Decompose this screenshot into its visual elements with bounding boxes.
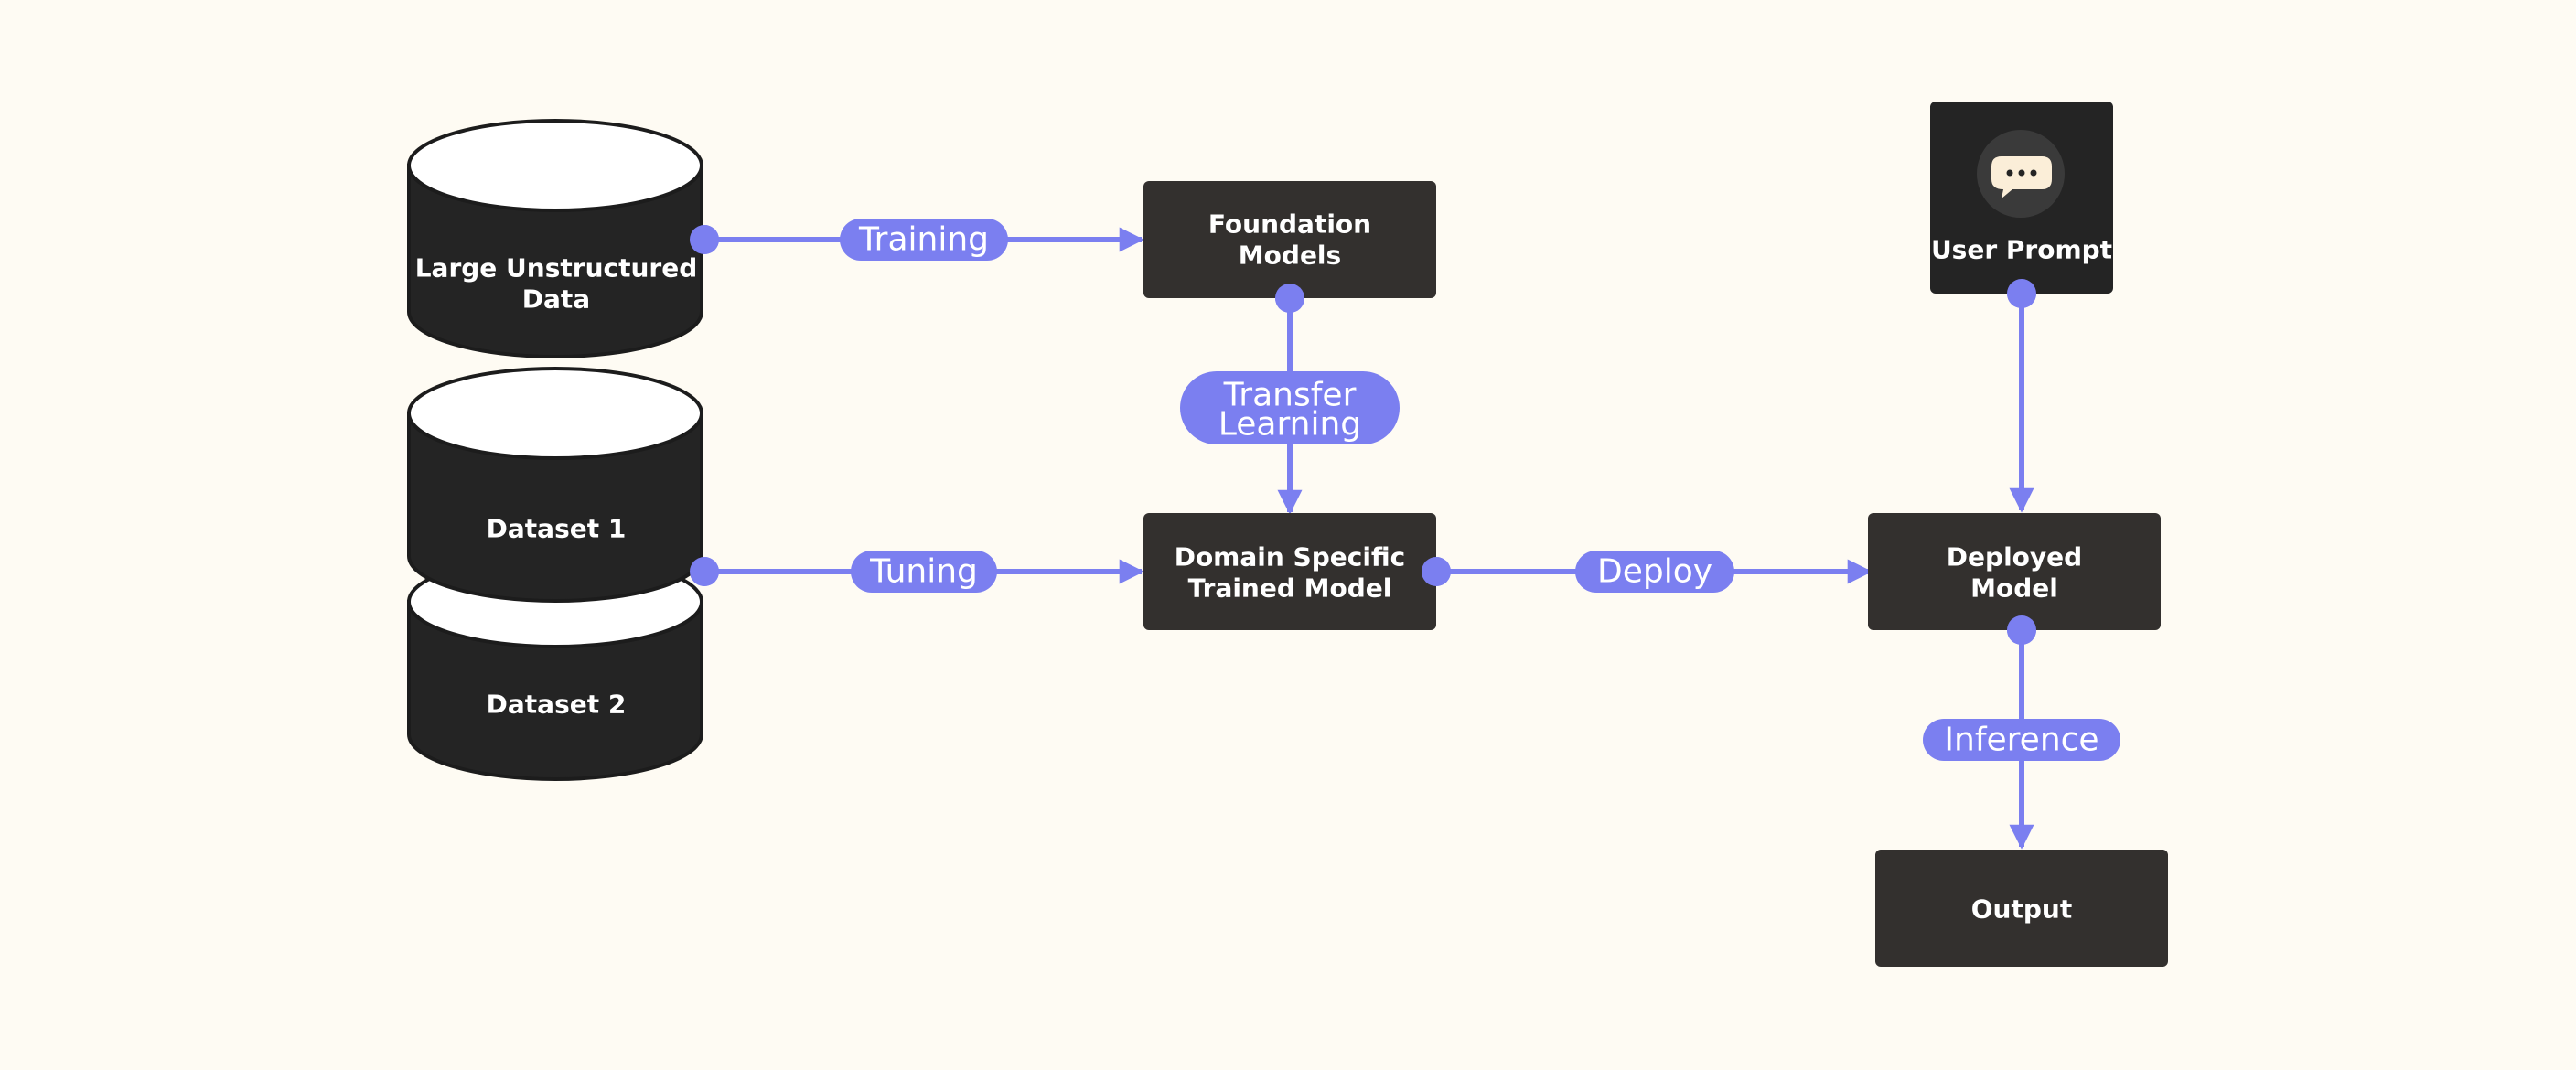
box-output: Output — [1875, 850, 2168, 967]
box-foundation-models: Foundation Models — [1143, 181, 1436, 298]
large-data-label-line2: Data — [522, 284, 590, 315]
inference-label: Inference — [1944, 722, 2098, 759]
foundation-connector-dot — [1275, 284, 1304, 313]
domain-label-line1: Domain Specific — [1175, 542, 1406, 572]
domain-connector-dot — [1422, 557, 1451, 586]
user-prompt-connector-dot — [2007, 279, 2036, 308]
edge-user-prompt — [2007, 279, 2036, 513]
deployed-connector-dot — [2007, 615, 2036, 645]
foundation-label-line2: Models — [1239, 241, 1341, 271]
deployed-label-line2: Model — [1970, 573, 2058, 604]
edge-tuning: Tuning — [690, 551, 1144, 593]
box-user-prompt: User Prompt — [1930, 102, 2113, 294]
deployed-label-line1: Deployed — [1947, 542, 2082, 572]
domain-label-line2: Trained Model — [1188, 573, 1392, 604]
dataset-connector-dot — [690, 557, 719, 586]
training-label: Training — [858, 221, 989, 259]
training-label-pill — [840, 219, 1008, 261]
transfer-label-line2: Learning — [1218, 406, 1361, 444]
tuning-label: Tuning — [869, 553, 978, 591]
inference-label-pill — [1923, 719, 2120, 761]
edge-deploy: Deploy — [1422, 551, 1873, 593]
deploy-label: Deploy — [1597, 553, 1712, 591]
foundation-label-line1: Foundation — [1208, 209, 1371, 240]
edge-inference: Inference — [1923, 615, 2120, 850]
dataset-1-label: Dataset 1 — [487, 514, 627, 544]
transfer-label-pill — [1180, 371, 1400, 444]
transfer-label-line1: Transfer — [1223, 377, 1357, 414]
box-domain-specific-model: Domain Specific Trained Model — [1143, 513, 1436, 630]
edge-training: Training — [690, 219, 1144, 261]
large-data-connector-dot — [690, 225, 719, 254]
tuning-label-pill — [851, 551, 997, 593]
cylinder-dataset-1: Dataset 1 — [407, 367, 703, 603]
cylinder-large-unstructured-data: Large Unstructured Data — [407, 119, 703, 358]
output-label: Output — [1971, 894, 2072, 925]
box-deployed-model: Deployed Model — [1868, 513, 2161, 630]
large-data-label-line1: Large Unstructured — [415, 253, 698, 284]
edge-transfer-learning: Transfer Learning — [1180, 284, 1400, 515]
dataset-2-label: Dataset 2 — [487, 690, 627, 720]
user-prompt-label: User Prompt — [1931, 235, 2112, 265]
deploy-label-pill — [1575, 551, 1734, 593]
chat-bubble-icon — [1991, 156, 2052, 198]
